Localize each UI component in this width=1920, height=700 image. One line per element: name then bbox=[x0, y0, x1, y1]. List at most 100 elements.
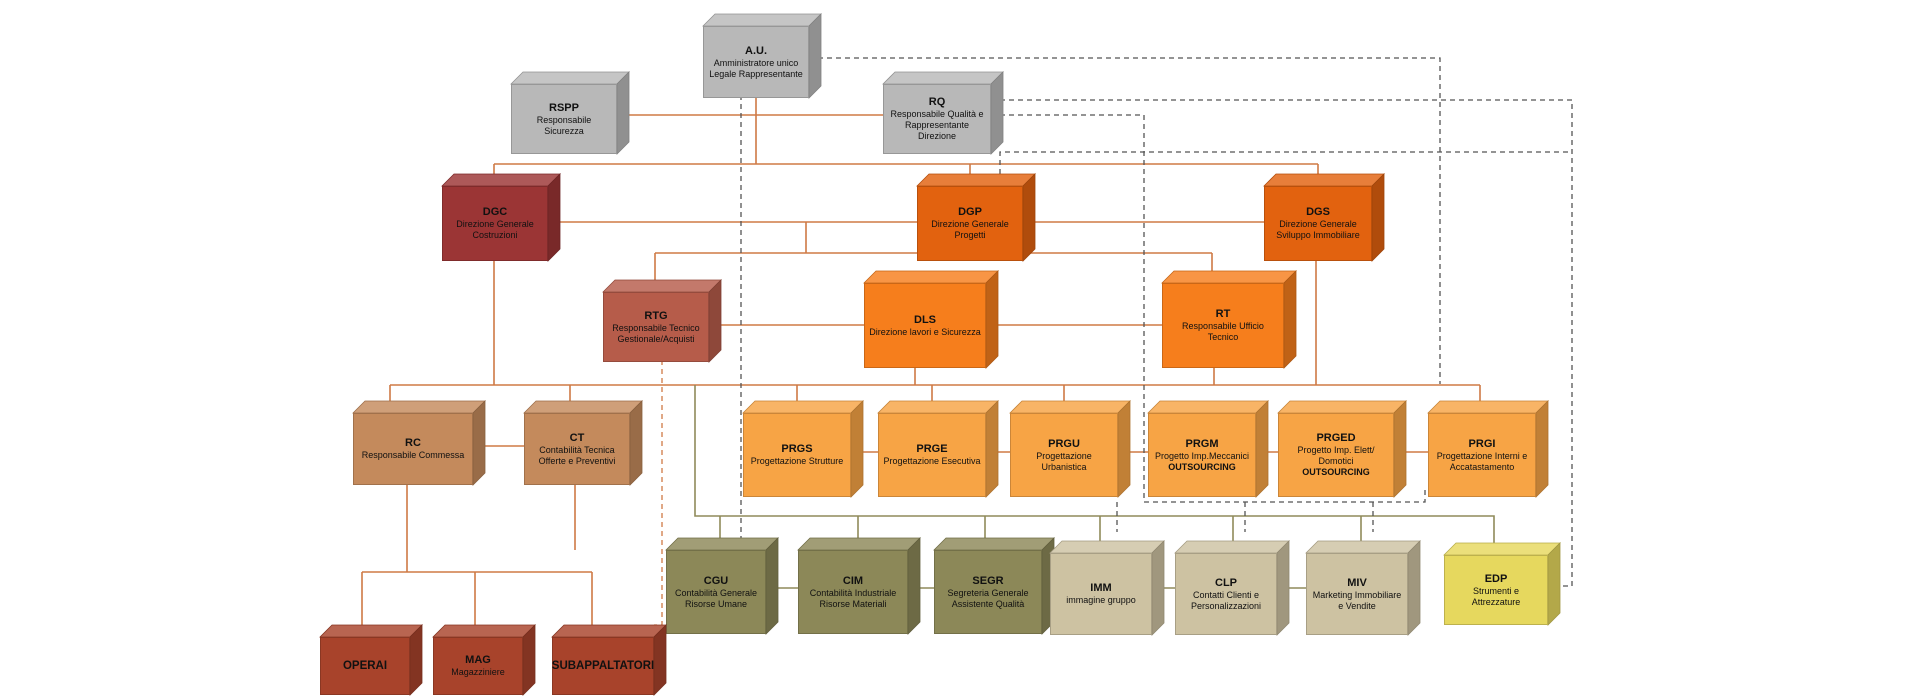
node-code: EDP bbox=[1484, 572, 1508, 585]
connector-line bbox=[991, 114, 1426, 503]
node-description: Marketing Immobiliare e Vendite bbox=[1312, 589, 1402, 611]
box-depth-shading bbox=[742, 400, 864, 498]
box-depth-shading bbox=[551, 624, 667, 696]
node-code: IMM bbox=[1090, 582, 1112, 594]
box-face: OPERAI bbox=[320, 637, 410, 695]
box-depth-shading bbox=[1049, 540, 1165, 636]
box-depth-shading bbox=[1305, 540, 1421, 636]
node-code: CIM bbox=[842, 574, 864, 587]
node-description: Progettazione Urbanistica bbox=[1036, 450, 1092, 472]
box-face: A.U.Amministratore unico Legale Rapprese… bbox=[703, 26, 809, 98]
box-depth-shading bbox=[1009, 400, 1131, 498]
node-code: PRGU bbox=[1048, 437, 1080, 450]
connector-line bbox=[999, 151, 1572, 174]
node-code: PRGED bbox=[1316, 432, 1356, 444]
node-description: Responsabile Sicurezza bbox=[536, 114, 592, 136]
box-depth-shading bbox=[702, 13, 822, 99]
box-depth-shading bbox=[319, 624, 423, 696]
box-depth-shading bbox=[877, 400, 999, 498]
node-code: A.U. bbox=[745, 44, 767, 57]
node-description: Direzione lavori e Sicurezza bbox=[869, 326, 981, 337]
node-description: Contatti Clienti e Personalizzazioni bbox=[1190, 589, 1262, 611]
node-code: PRGM bbox=[1185, 437, 1219, 450]
box-depth-shading bbox=[441, 173, 561, 262]
node-code: RC bbox=[405, 437, 421, 449]
box-depth-shading bbox=[602, 279, 722, 363]
support-bus-line bbox=[694, 385, 1495, 543]
box-depth-shading bbox=[1443, 542, 1561, 626]
node-code: DGS bbox=[1306, 206, 1330, 218]
node-code: OPERAI bbox=[342, 659, 388, 672]
node-note: OUTSOURCING bbox=[1168, 461, 1236, 472]
box-depth-shading bbox=[1277, 400, 1407, 498]
node-code: CGU bbox=[703, 574, 729, 587]
node-description: Magazziniere bbox=[451, 667, 505, 677]
node-code: MAG bbox=[465, 654, 491, 666]
node-description: Responsabile Tecnico Gestionale/Acquisti bbox=[612, 322, 700, 344]
box-au: A.U.Amministratore unico Legale Rapprese… bbox=[702, 13, 822, 99]
au-dashed-line bbox=[809, 57, 1441, 384]
node-description: Direzione Generale Progetti bbox=[931, 219, 1009, 240]
node-code: PRGS bbox=[781, 443, 813, 455]
box-depth-shading bbox=[882, 71, 1004, 155]
node-code: SEGR bbox=[972, 574, 1004, 587]
node-code: DGP bbox=[958, 206, 982, 218]
node-code: DLS bbox=[914, 313, 936, 326]
box-face: SUBAPPALTATORI bbox=[552, 637, 654, 695]
node-description: Contabilità Industriale Risorse Material… bbox=[809, 587, 897, 609]
node-description: Responsabile Qualità e Rappresentante Di… bbox=[890, 109, 984, 141]
rq-dashed-line bbox=[991, 99, 1573, 587]
node-code: DGC bbox=[482, 206, 508, 218]
node-note: OUTSOURCING bbox=[1302, 467, 1370, 477]
box-depth-shading bbox=[797, 537, 921, 635]
box-depth-shading bbox=[1263, 173, 1385, 262]
node-description: Progetto Imp.Meccanici bbox=[1154, 450, 1250, 461]
box-depth-shading bbox=[916, 173, 1036, 262]
node-description: Progettazione Strutture bbox=[750, 456, 844, 466]
box-depth-shading bbox=[510, 71, 630, 155]
node-description: Segreteria Generale Assistente Qualità bbox=[947, 587, 1029, 609]
node-code: CLP bbox=[1215, 576, 1237, 589]
node-code: RT bbox=[1215, 308, 1231, 320]
node-description: Direzione Generale Costruzioni bbox=[456, 219, 534, 240]
node-description: Progettazione Esecutiva bbox=[883, 456, 981, 466]
node-description: Direzione Generale Sviluppo Immobiliare bbox=[1276, 219, 1360, 240]
